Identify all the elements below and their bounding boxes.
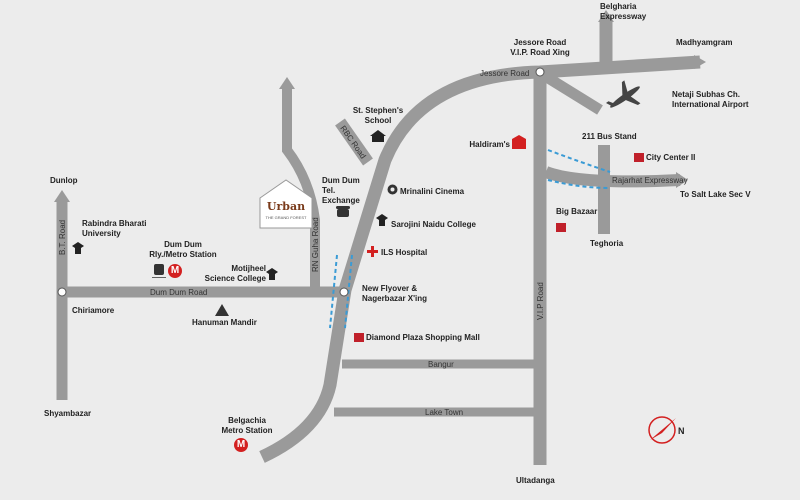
dunlop-label: Dunlop <box>50 176 78 185</box>
ils-label: ILS Hospital <box>381 248 428 257</box>
college-icon <box>376 214 388 226</box>
madhyamgram-label: Madhyamgram <box>676 38 733 47</box>
telephone-icon <box>336 206 350 217</box>
junction-jessore-vip <box>535 67 545 77</box>
logo-tagline: THE GRAND FOREST <box>265 215 307 220</box>
junction-nagerbazar <box>339 287 349 297</box>
rajarhat-arrow <box>676 172 688 188</box>
jessore-vip-label: Jessore Road V.I.P. Road Xing <box>510 38 570 57</box>
belgharia-label: Belgharia Expressway <box>600 2 647 21</box>
shopping-bag-icon <box>556 223 566 232</box>
lake-town-label: Lake Town <box>425 408 463 417</box>
flyover-dashes <box>329 254 338 329</box>
compass-icon: N <box>648 416 685 444</box>
logo-brand: Urban <box>266 200 306 213</box>
vip-road-label: V.I.P Road <box>536 282 545 320</box>
haldirams-label: Haldiram's <box>469 140 510 149</box>
city-center-label: City Center II <box>646 153 696 162</box>
rajarhat-label: Rajarhat Expressway <box>612 176 688 185</box>
bangur-label: Bangur <box>428 360 454 369</box>
school-icon <box>370 130 386 142</box>
teghoria-label: Teghoria <box>590 239 624 248</box>
motijheel-label: Motijheel Science College <box>204 264 266 283</box>
rn-guha-road <box>282 85 320 288</box>
logo-house-icon <box>259 179 313 229</box>
compass-north: N <box>678 426 685 436</box>
dunlop-arrow <box>54 190 70 202</box>
rajarhat-road <box>543 166 681 188</box>
ultadanga-label: Ultadanga <box>516 476 555 485</box>
airplane-icon <box>605 80 641 108</box>
rbc-road <box>335 118 373 166</box>
rajarhat-flyover-dashes <box>547 179 611 189</box>
hospital-icon <box>367 246 378 257</box>
bus-stand-label: 211 Bus Stand <box>582 132 637 141</box>
airport-label: Netaji Subhas Ch. International Airport <box>672 90 749 109</box>
rbc-road-label: RBC Road <box>338 124 367 160</box>
flyover-dashes <box>344 254 353 329</box>
chiriamore-label: Chiriamore <box>72 306 115 315</box>
belgharia-arrow <box>598 10 614 22</box>
university-icon <box>72 242 84 254</box>
madhyamgram-arrow <box>694 55 706 69</box>
metro-icon: M <box>168 264 182 278</box>
shyambazar-label: Shyambazar <box>44 409 92 418</box>
sarojini-label: Sarojini Naidu College <box>391 220 476 229</box>
rn-guha-road-label: RN Guha Road <box>311 217 320 272</box>
salt-lake-label: To Salt Lake Sec V <box>680 190 751 199</box>
shopping-bag-icon <box>634 153 644 162</box>
bt-road-label: B.T. Road <box>58 220 67 255</box>
tel-exchange-label: Dum Dum Tel. Exchange <box>322 176 360 205</box>
college-icon <box>266 268 278 280</box>
mrinalini-label: Mrinalini Cinema <box>400 187 465 196</box>
rn-guha-arrow <box>279 77 295 89</box>
shopping-bag-icon <box>354 333 364 342</box>
dum-dum-road-label: Dum Dum Road <box>150 288 207 297</box>
dum-dum-metro-label: Dum Dum Rly./Metro Station <box>149 240 217 259</box>
rajarhat-flyover-dashes <box>547 149 611 173</box>
st-stephens-label: St. Stephen's School <box>352 106 404 125</box>
metro-icon: M <box>234 438 248 452</box>
diamond-plaza-label: Diamond Plaza Shopping Mall <box>366 333 480 342</box>
rabindra-bharati-label: Rabindra Bharati University <box>82 219 147 238</box>
hanuman-mandir-label: Hanuman Mandir <box>192 318 257 327</box>
jessore-road-label: Jessore Road <box>480 69 529 78</box>
junction-chiriamore <box>57 287 67 297</box>
airport-road <box>542 71 603 115</box>
belgachia-label: Belgachia Metro Station <box>221 416 273 435</box>
big-bazaar-label: Big Bazaar <box>556 207 598 216</box>
new-flyover-label: New Flyover & Nagerbazar X'ing <box>362 284 428 303</box>
temple-icon <box>215 304 229 316</box>
train-icon <box>152 264 166 278</box>
project-logo: Urban THE GRAND FOREST <box>258 178 314 230</box>
cinema-icon <box>387 184 398 195</box>
restaurant-icon <box>512 135 526 149</box>
jessore-road <box>259 55 701 463</box>
